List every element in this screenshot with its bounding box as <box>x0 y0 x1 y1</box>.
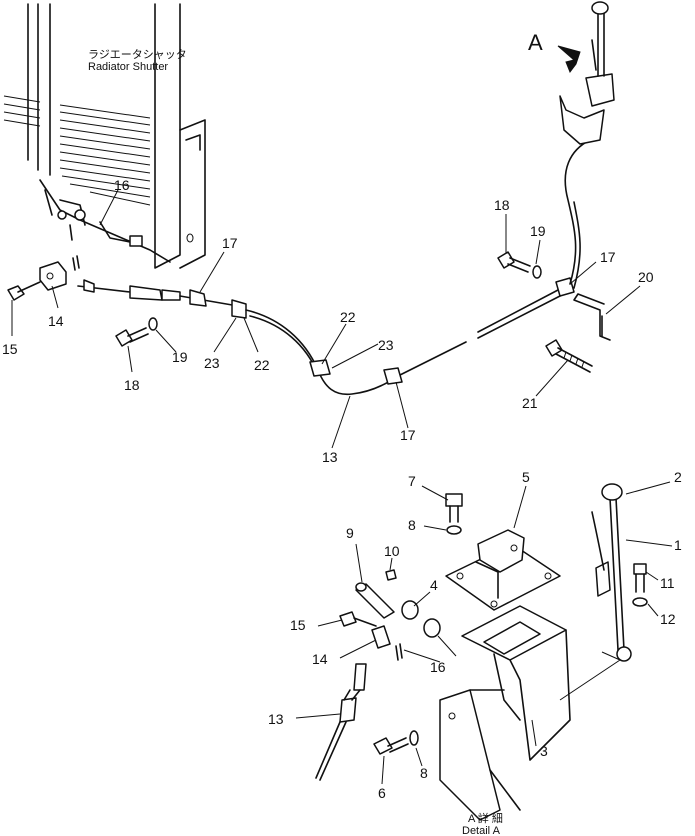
bolt-7 <box>445 493 463 535</box>
callout-22-mid: 22 <box>340 309 356 325</box>
bolt-18-right <box>497 251 542 279</box>
callout-12: 12 <box>660 611 676 627</box>
jp-title: ラジエータシャッタ <box>88 48 187 61</box>
pin-15 <box>339 611 377 627</box>
callout-18-left: 18 <box>124 377 140 393</box>
callout-8-bot: 8 <box>420 765 428 781</box>
callout-22-left: 22 <box>254 357 270 373</box>
callout-15-top: 15 <box>2 341 18 357</box>
view-marker-a: A <box>528 30 543 55</box>
en-title: Radiator Shutter <box>88 61 168 73</box>
clevis-14 <box>371 625 403 661</box>
bolt-11 <box>632 563 648 607</box>
bolt-6 <box>373 730 419 755</box>
bushing-4 <box>401 600 441 638</box>
callout-9: 9 <box>346 525 354 541</box>
callout-14-top: 14 <box>48 313 64 329</box>
callout-16-top: 16 <box>114 177 130 193</box>
callout-18-right: 18 <box>494 197 510 213</box>
callout-15-bot: 15 <box>290 617 306 633</box>
callout-2: 2 <box>674 469 682 485</box>
callout-21: 21 <box>522 395 538 411</box>
callout-13-top: 13 <box>322 449 338 465</box>
leader-lines <box>11 189 673 785</box>
bolt-21 <box>545 339 593 373</box>
callout-14-bot: 14 <box>312 651 328 667</box>
bracket-20 <box>573 293 611 341</box>
control-cable <box>77 139 591 396</box>
callout-17-left: 17 <box>222 235 238 251</box>
callout-4: 4 <box>430 577 438 593</box>
bracket-9 <box>355 582 395 619</box>
clevis-top <box>7 255 80 301</box>
callout-19-left: 19 <box>172 349 188 365</box>
callout-6: 6 <box>378 785 386 801</box>
callout-1: 1 <box>674 537 682 553</box>
detail-jp: A 詳 細 <box>468 811 503 825</box>
callout-7: 7 <box>408 473 416 489</box>
callout-5: 5 <box>522 469 530 485</box>
radiator-shutter-assembly <box>3 3 206 269</box>
housing-3 <box>439 605 571 821</box>
plate-5 <box>445 529 561 611</box>
callout-11: 11 <box>660 575 675 591</box>
detail-en: Detail A <box>462 825 501 836</box>
callout-17-mid: 17 <box>400 427 416 443</box>
lever-box-top <box>559 1 615 145</box>
callout-16-bot: 16 <box>430 659 446 675</box>
bolt-18-left <box>115 317 158 347</box>
callout-17-right: 17 <box>600 249 616 265</box>
pin-10 <box>385 569 397 581</box>
lever-1 <box>591 483 632 662</box>
view-arrow-a <box>557 45 581 74</box>
cable-13-bottom <box>315 663 367 781</box>
callout-23-mid: 23 <box>378 337 394 353</box>
callout-3: 3 <box>540 743 548 759</box>
callout-19-right: 19 <box>530 223 546 239</box>
callout-10: 10 <box>384 543 400 559</box>
callout-8-top: 8 <box>408 517 416 533</box>
callout-20: 20 <box>638 269 654 285</box>
callout-23-left: 23 <box>204 355 220 371</box>
callout-13-bot: 13 <box>268 711 284 727</box>
